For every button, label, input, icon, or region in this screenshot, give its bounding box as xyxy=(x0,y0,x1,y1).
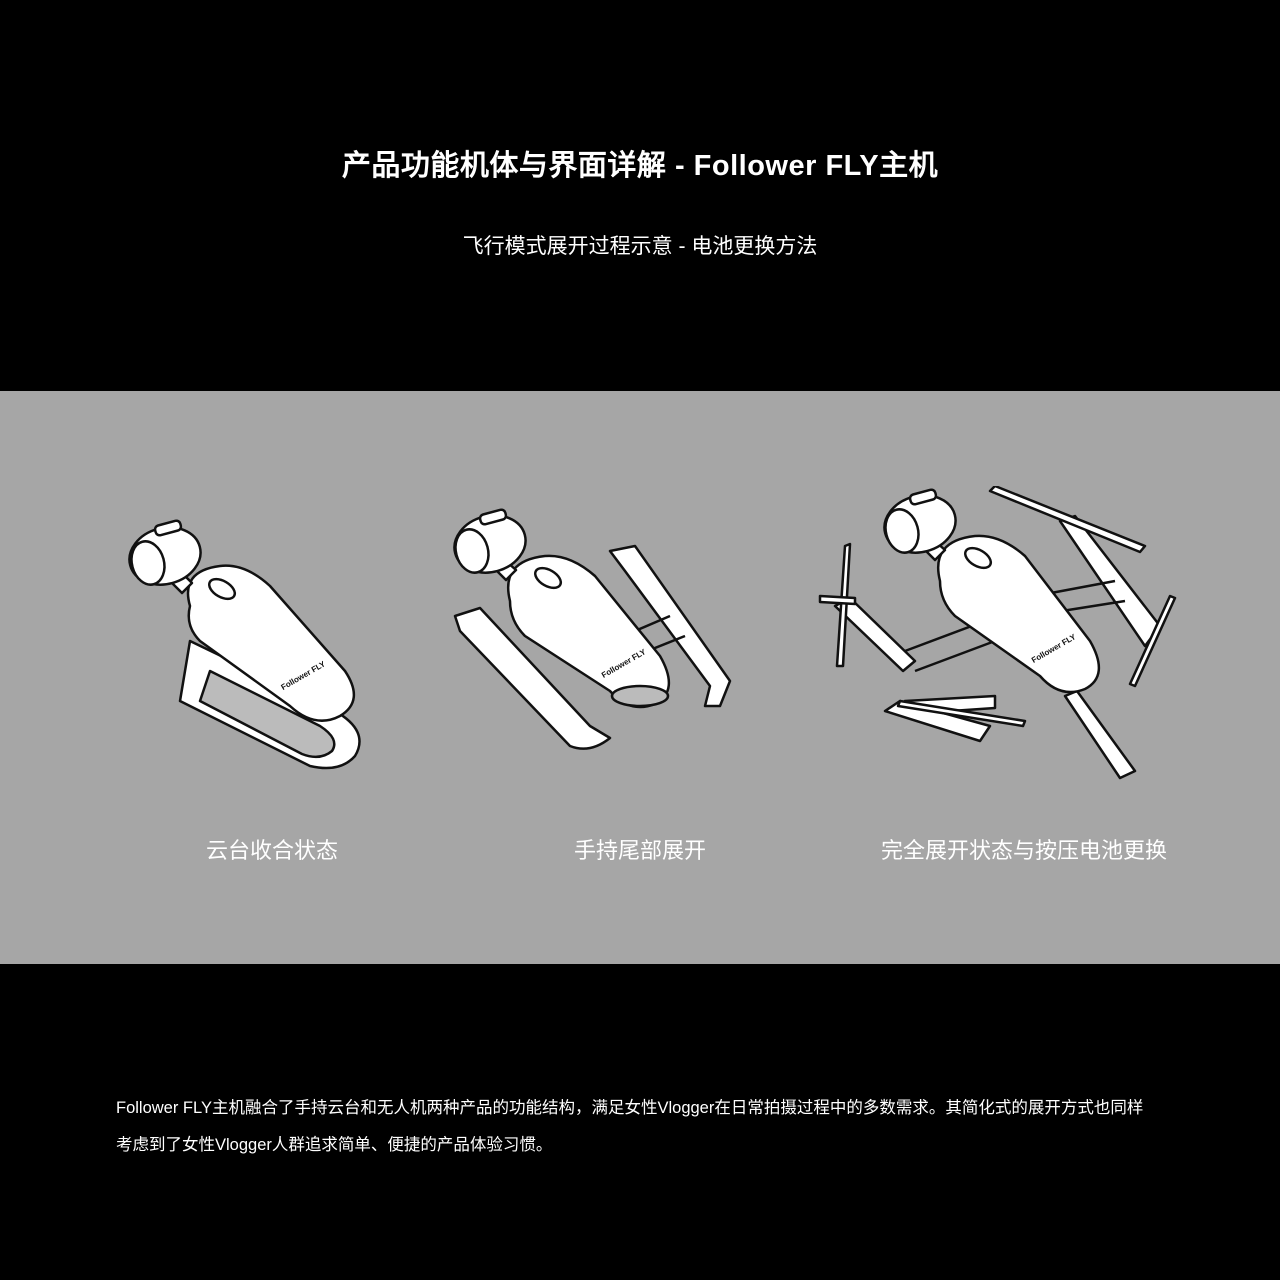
illustration-panel: Follower FLY Follower FLY xyxy=(0,391,1280,964)
fully-unfolded-drone-illustration: Follower FLY xyxy=(818,486,1177,780)
page-title: 产品功能机体与界面详解 - Follower FLY主机 xyxy=(341,150,939,182)
step-caption-folded: 云台收合状态 xyxy=(205,838,338,863)
description-line-2: 考虑到了女性Vlogger人群追求简单、便捷的产品体验习惯。 xyxy=(116,1136,553,1154)
page-subtitle: 飞行模式展开过程示意 - 电池更换方法 xyxy=(462,235,818,258)
step-caption-full-unfold: 完全展开状态与按压电池更换 xyxy=(880,838,1167,863)
tail-unfold-illustration: Follower FLY xyxy=(453,508,732,750)
folded-gimbal-illustration: Follower FLY xyxy=(128,519,361,770)
description: Follower FLY主机融合了手持云台和无人机两种产品的功能结构，满足女性V… xyxy=(116,1090,1196,1164)
step-caption-tail-unfold: 手持尾部展开 xyxy=(573,838,706,863)
description-line-1: Follower FLY主机融合了手持云台和无人机两种产品的功能结构，满足女性V… xyxy=(116,1099,1144,1117)
